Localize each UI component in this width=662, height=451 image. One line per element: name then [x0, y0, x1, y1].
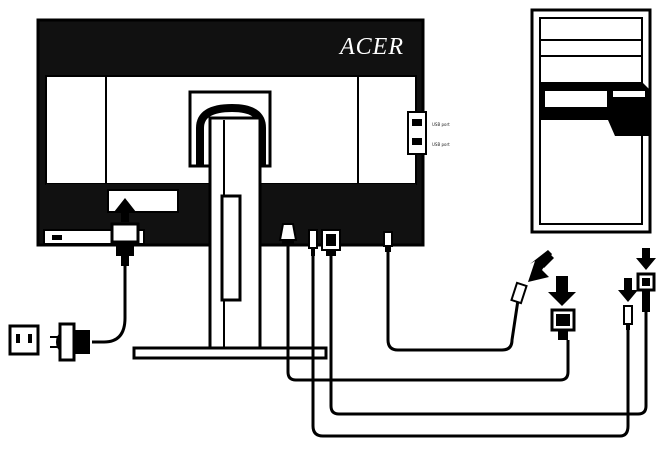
vga-cable	[329, 256, 648, 416]
power-cable-group	[8, 198, 140, 362]
audio-jack-icon[interactable]	[308, 229, 318, 256]
pc-tower	[530, 8, 652, 234]
power-plug-icon[interactable]	[110, 222, 140, 266]
arrow-down-icon-audio	[618, 278, 638, 302]
side-usb-port-1[interactable]	[412, 119, 422, 126]
stand-neck	[208, 116, 262, 352]
side-port-label-1: USB port	[432, 122, 450, 127]
audio-cable	[311, 256, 630, 438]
pc-tray-lip	[611, 89, 647, 99]
arrow-down-icon-vga	[548, 276, 576, 306]
brand-logo: ACER	[338, 34, 404, 60]
pc-connectors	[510, 248, 656, 340]
power-cable	[92, 266, 127, 344]
audio-plug-icon[interactable]	[623, 305, 633, 330]
display-cable	[286, 246, 570, 382]
arrow-down-icon-usbb	[636, 248, 656, 270]
signal-cables	[286, 246, 648, 438]
display-connector[interactable]	[278, 223, 298, 246]
side-usb-port-2[interactable]	[412, 138, 422, 145]
arrow-up-icon	[114, 198, 136, 222]
side-port-label-2: USB port	[432, 142, 450, 147]
side-port-bay	[407, 111, 427, 155]
pc-drive-slot	[543, 89, 609, 109]
vga-connector-icon[interactable]	[550, 308, 576, 340]
vga-connector-monitor[interactable]	[321, 229, 341, 256]
usb-b-plug-icon[interactable]	[636, 272, 656, 312]
usb-plug-icon[interactable]	[510, 281, 528, 305]
monitor-connectors	[278, 223, 393, 256]
usb-upstream-connector[interactable]	[383, 231, 393, 252]
power-outlet-icon	[8, 324, 40, 356]
stand-neck-slot	[220, 194, 242, 302]
stand-base	[132, 346, 328, 360]
power-inlet-slot	[52, 235, 62, 240]
arrow-down-icon-usb	[528, 250, 554, 282]
monitor-stand	[132, 90, 328, 360]
usb-cable	[386, 252, 520, 352]
wall-plug	[50, 322, 90, 362]
